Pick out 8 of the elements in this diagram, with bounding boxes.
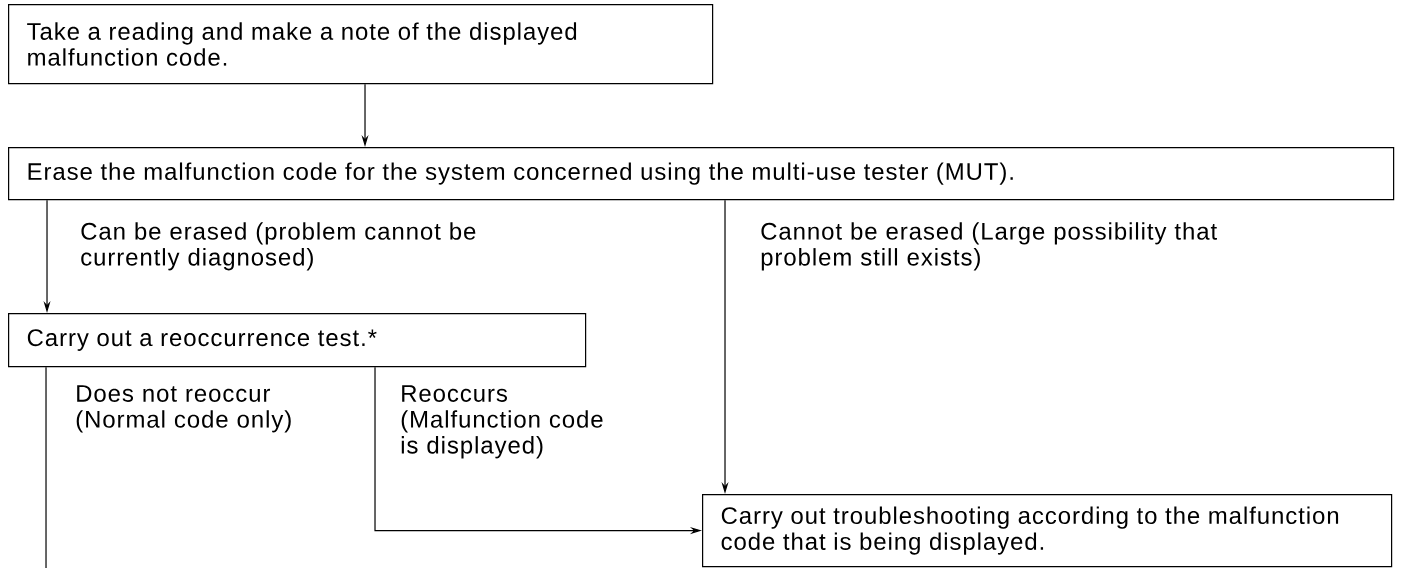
process-box: Carry out troubleshooting according to the malfunction code that is being displayed. <box>702 494 1393 568</box>
process-box: Erase the malfunction code for the system concerned using the multi-use tester (MUT). <box>8 147 1395 201</box>
edge-label: Cannot be erased (Large possibility that problem still exists) <box>761 222 1217 271</box>
edge-label: Does not reoccur (Normal code only) <box>76 385 291 433</box>
edge-label: Reoccurs (Malfunction code is displayed) <box>401 385 603 459</box>
edge-label: Can be erased (problem cannot be currently diagnosed) <box>81 222 476 271</box>
process-box: Carry out a reoccurrence test.* <box>8 313 587 368</box>
process-box: Take a reading and make a note of the displayed malfunction code. <box>8 4 714 85</box>
